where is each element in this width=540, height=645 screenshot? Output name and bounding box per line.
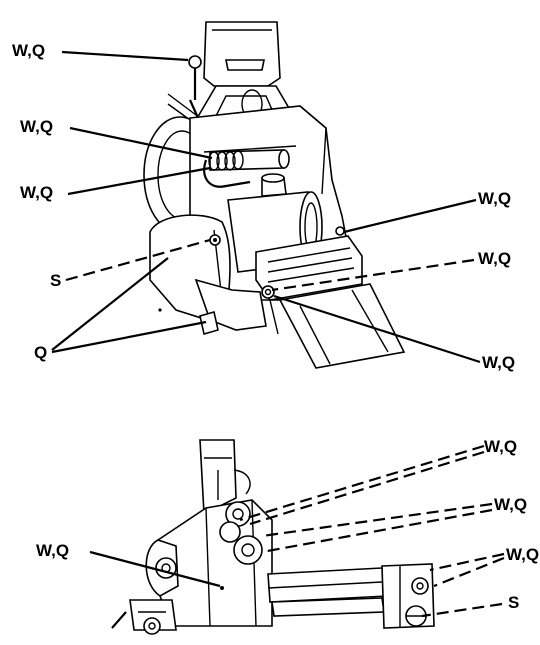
callout-side-4: W,Q bbox=[36, 541, 221, 588]
callout-label: W,Q bbox=[478, 249, 511, 268]
callout-top-1: W,Q bbox=[12, 41, 189, 62]
callout-label: W,Q bbox=[484, 437, 517, 456]
callout-side-1: W,Q bbox=[239, 437, 517, 526]
callout-label: W,Q bbox=[494, 495, 527, 514]
callout-top-2: W,Q bbox=[20, 117, 213, 160]
callout-side-s: S bbox=[421, 593, 519, 618]
callout-label: W,Q bbox=[36, 541, 69, 560]
machine-front-view bbox=[143, 21, 406, 369]
callout-label: Q bbox=[34, 343, 47, 362]
callout-label: S bbox=[508, 593, 519, 612]
callout-label: W,Q bbox=[482, 353, 515, 372]
callout-top-s: S bbox=[50, 238, 211, 290]
callout-side-3: W,Q bbox=[429, 545, 539, 588]
callout-top-5: W,Q bbox=[271, 249, 511, 292]
callout-label: W,Q bbox=[20, 117, 53, 136]
callout-top-6: W,Q bbox=[273, 294, 515, 372]
callout-top-3: W,Q bbox=[20, 166, 211, 202]
callout-top-4: W,Q bbox=[343, 189, 511, 234]
machine-side-view bbox=[111, 439, 435, 635]
callout-label: W,Q bbox=[506, 545, 539, 564]
callout-label: W,Q bbox=[20, 183, 53, 202]
callout-side-2: W,Q bbox=[261, 495, 527, 554]
callout-label: W,Q bbox=[478, 189, 511, 208]
callout-label: W,Q bbox=[12, 41, 45, 60]
callout-label: S bbox=[50, 271, 61, 290]
callout-top-q: Q bbox=[34, 257, 207, 362]
